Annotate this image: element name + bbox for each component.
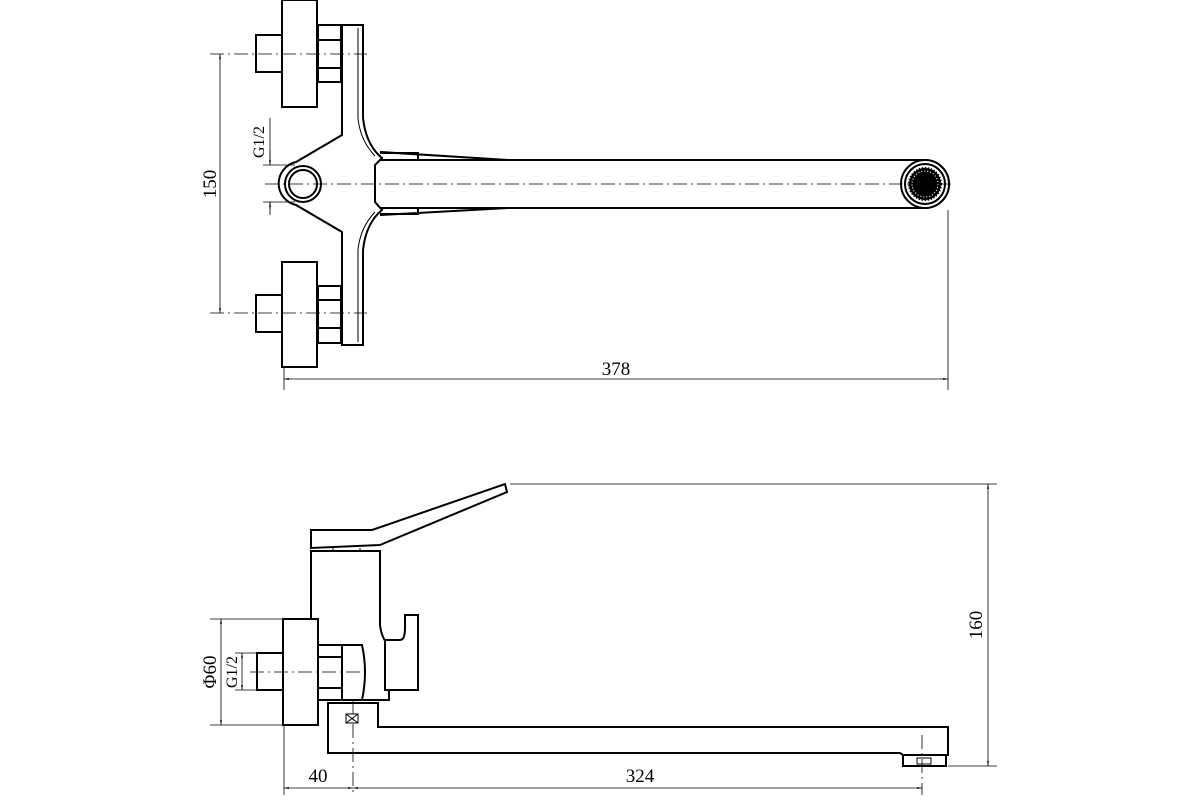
dim-378-label: 378 xyxy=(602,359,631,380)
dim-g12-side-label: G1/2 xyxy=(224,656,241,688)
screw-icon xyxy=(345,713,359,724)
lever-side xyxy=(310,482,509,550)
dim-40-label: 40 xyxy=(309,766,328,787)
spout-side xyxy=(327,702,949,756)
upper-connection xyxy=(255,0,342,108)
dim-324-label: 324 xyxy=(626,766,655,787)
dim-150-label: 150 xyxy=(200,170,221,199)
dim-phi60-label: Φ60 xyxy=(200,656,221,689)
side-view: Φ60 G1/2 160 40 324 xyxy=(200,482,997,795)
aerator-side xyxy=(902,754,947,767)
lever-top xyxy=(379,151,509,216)
dim-g12-top-label: G1/2 xyxy=(251,126,268,158)
dim-160-label: 160 xyxy=(966,611,987,640)
top-view: 150 G1/2 378 xyxy=(200,0,955,390)
cold-handle xyxy=(384,614,419,691)
body-plate xyxy=(277,24,384,346)
lower-connection xyxy=(255,261,342,368)
